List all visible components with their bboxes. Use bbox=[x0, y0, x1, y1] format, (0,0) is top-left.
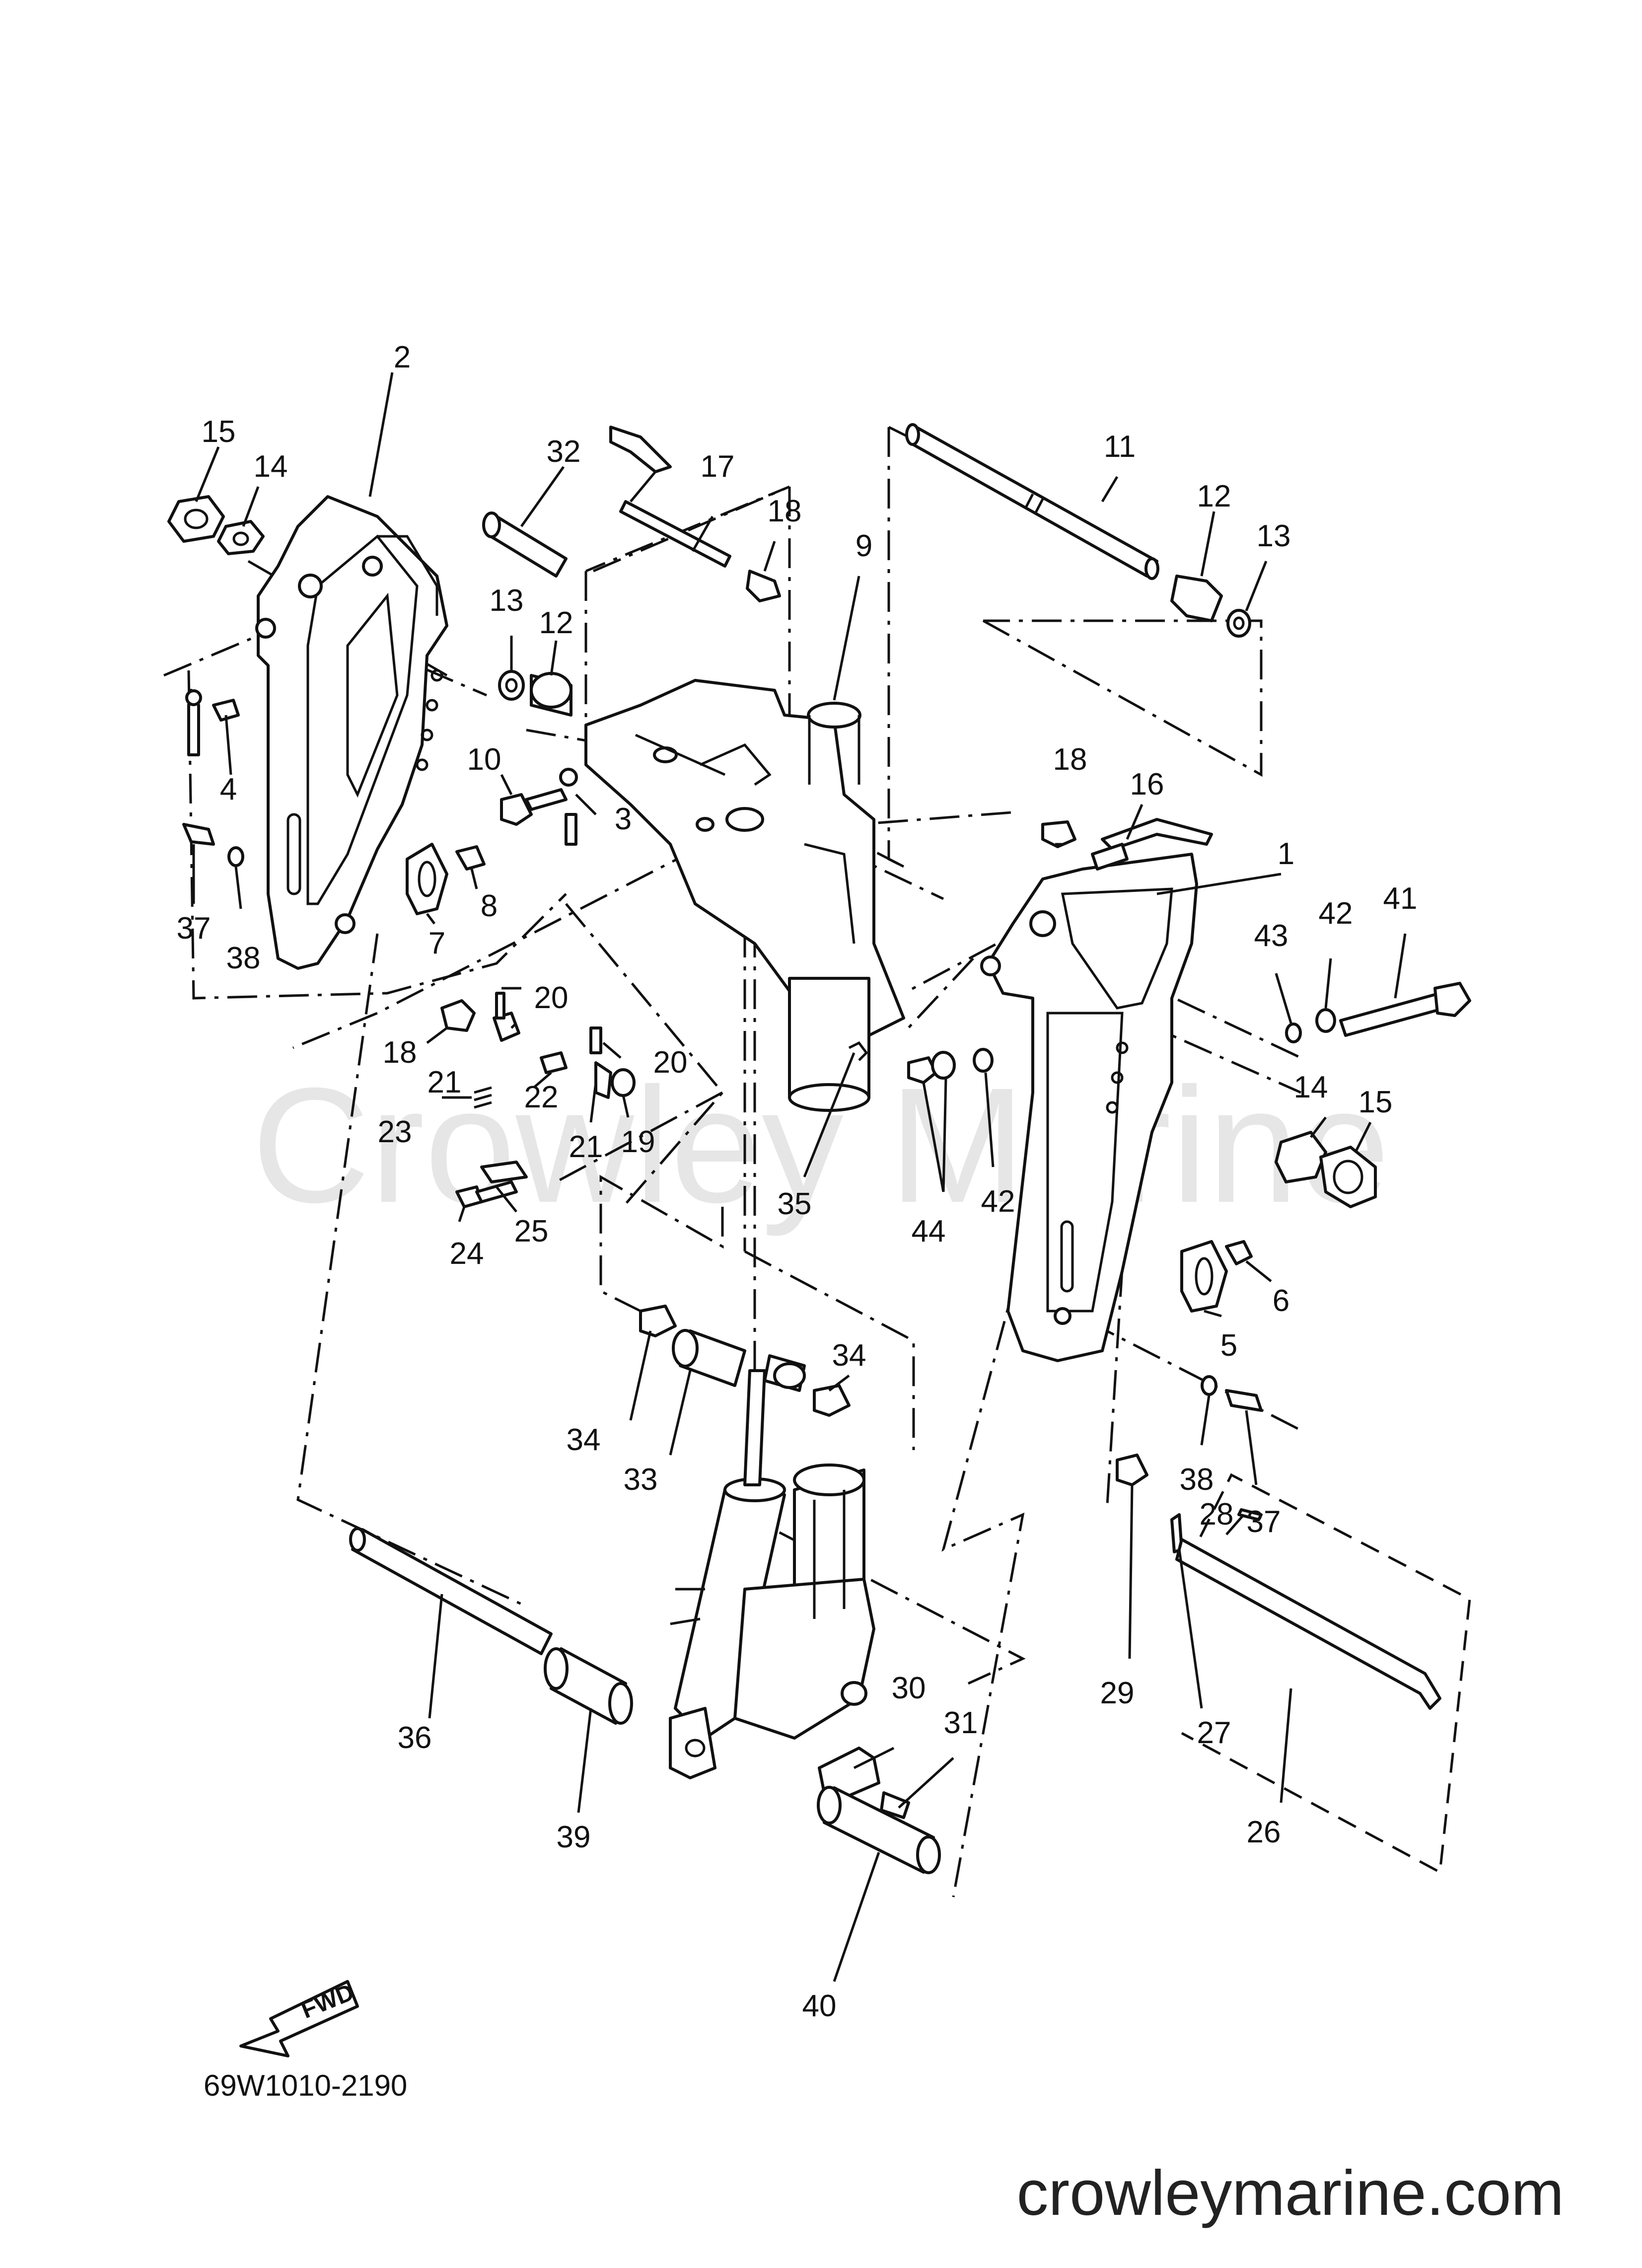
tilt-trim-unit bbox=[669, 1354, 875, 1779]
callout-19: 19 bbox=[621, 1125, 655, 1159]
callout-12-left: 12 bbox=[539, 606, 573, 640]
callout-29: 29 bbox=[1100, 1676, 1135, 1710]
callout-42-upper: 42 bbox=[1319, 896, 1353, 931]
callout-40: 40 bbox=[802, 1989, 837, 2023]
callout-14-right: 14 bbox=[1294, 1070, 1328, 1104]
callout-20-b: 20 bbox=[653, 1045, 688, 1080]
lever-shaft-17 bbox=[609, 426, 731, 568]
diagram-code: 69W1010-2190 bbox=[204, 2069, 407, 2102]
callout-30: 30 bbox=[892, 1671, 926, 1705]
callout-38-left: 38 bbox=[226, 941, 261, 975]
callout-24: 24 bbox=[450, 1237, 484, 1271]
callout-43: 43 bbox=[1254, 919, 1288, 953]
callout-21-b: 21 bbox=[569, 1130, 603, 1164]
callout-13-right: 13 bbox=[1257, 519, 1291, 553]
callout-9: 9 bbox=[856, 529, 872, 563]
callout-12-right: 12 bbox=[1197, 479, 1231, 513]
callout-36: 36 bbox=[398, 1721, 432, 1755]
leader-lines bbox=[192, 372, 1407, 1982]
callout-10: 10 bbox=[467, 742, 501, 777]
callout-27: 27 bbox=[1197, 1716, 1231, 1750]
callout-34-left: 34 bbox=[567, 1423, 601, 1457]
callout-20-a: 20 bbox=[534, 981, 569, 1015]
part-26-group bbox=[1175, 1473, 1471, 1874]
tilt-shaft bbox=[905, 423, 1159, 580]
rods bbox=[349, 1527, 941, 1874]
callout-6: 6 bbox=[1273, 1284, 1289, 1318]
callout-21-a: 21 bbox=[428, 1065, 462, 1099]
callout-14-left: 14 bbox=[254, 449, 288, 484]
callout-31: 31 bbox=[944, 1706, 978, 1740]
callout-7: 7 bbox=[428, 926, 445, 960]
callout-42-lower: 42 bbox=[981, 1184, 1015, 1219]
callout-38-right: 38 bbox=[1180, 1463, 1214, 1497]
callout-18-top: 18 bbox=[768, 494, 802, 528]
callout-1: 1 bbox=[1278, 837, 1294, 871]
callout-33: 33 bbox=[624, 1463, 658, 1497]
callout-15-right: 15 bbox=[1358, 1085, 1393, 1119]
callout-4: 4 bbox=[220, 772, 237, 806]
callout-18-right: 18 bbox=[1053, 742, 1087, 777]
callout-17: 17 bbox=[701, 449, 735, 484]
callout-39: 39 bbox=[557, 1820, 591, 1854]
callout-11: 11 bbox=[1104, 430, 1136, 464]
callout-22: 22 bbox=[524, 1080, 559, 1114]
small-hardware bbox=[167, 495, 1471, 1819]
callout-18-left: 18 bbox=[383, 1035, 417, 1070]
callout-2: 2 bbox=[394, 340, 411, 374]
callout-5: 5 bbox=[1220, 1328, 1237, 1363]
callout-28: 28 bbox=[1200, 1497, 1234, 1532]
website-label: crowleymarine.com bbox=[1017, 2158, 1565, 2229]
callout-37-left: 37 bbox=[177, 911, 211, 946]
callout-23: 23 bbox=[378, 1115, 412, 1149]
callout-labels: 2 15 14 32 17 18 9 11 12 13 13 12 10 3 4… bbox=[177, 340, 1418, 2023]
callout-25: 25 bbox=[514, 1214, 549, 1248]
callout-26: 26 bbox=[1247, 1815, 1281, 1849]
callout-37-right: 37 bbox=[1247, 1505, 1281, 1539]
swivel-bracket bbox=[584, 679, 905, 1112]
callout-15-left: 15 bbox=[202, 415, 236, 449]
callout-13-left: 13 bbox=[490, 584, 524, 618]
callout-32: 32 bbox=[547, 435, 581, 469]
callout-34-right: 34 bbox=[832, 1338, 866, 1373]
lever-16 bbox=[1091, 818, 1213, 871]
right-clamp-bracket bbox=[980, 853, 1198, 1362]
callout-41: 41 bbox=[1383, 881, 1418, 916]
pin-32 bbox=[482, 512, 568, 578]
left-clamp-bracket bbox=[255, 495, 448, 970]
fwd-arrow-icon: FWD bbox=[239, 1979, 359, 2057]
callout-3: 3 bbox=[615, 802, 632, 836]
callout-44: 44 bbox=[912, 1214, 946, 1248]
callout-8: 8 bbox=[481, 889, 498, 923]
callout-35: 35 bbox=[778, 1187, 812, 1221]
callout-16: 16 bbox=[1130, 767, 1164, 802]
